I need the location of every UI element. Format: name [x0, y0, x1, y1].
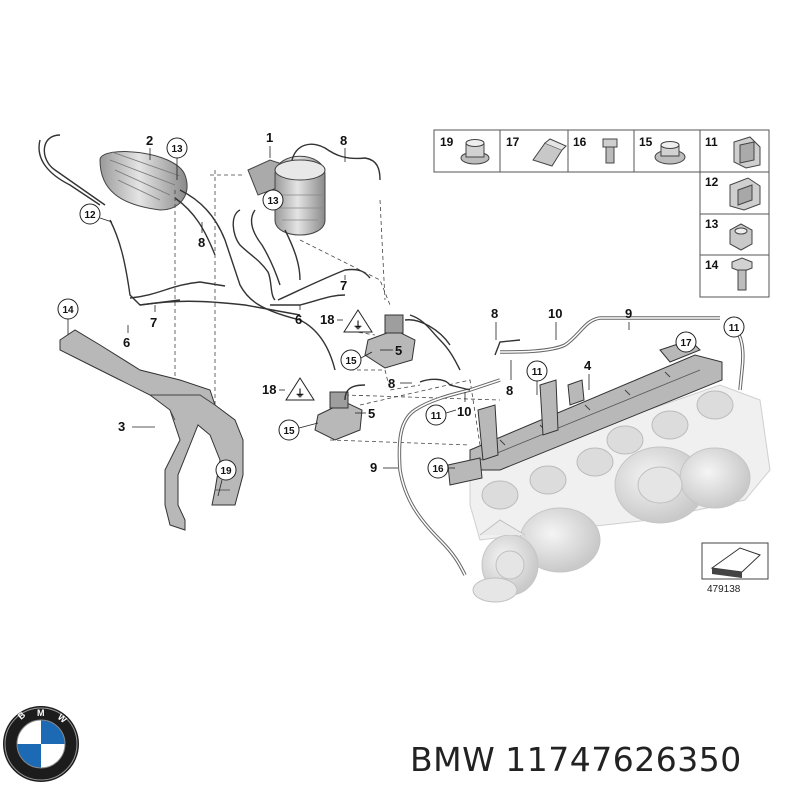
svg-text:B: B [16, 709, 28, 721]
label-8: 8 [506, 383, 513, 398]
svg-text:M: M [37, 708, 45, 718]
legend-table: 19 17 16 15 [433, 129, 770, 298]
legend-cell-19: 19 [440, 135, 490, 165]
valve-lower [314, 384, 366, 441]
callout-15: 15 [278, 419, 300, 441]
callout-text: 13 [171, 144, 183, 155]
legend-number: 11 [705, 135, 718, 149]
callout-17: 17 [675, 331, 697, 353]
label-6: 6 [295, 312, 302, 327]
label-5: 5 [368, 406, 375, 421]
vacuum-reservoir-left [38, 134, 336, 371]
part-labels: 2 1 8 8 7 6 7 6 18 5 18 5 3 8 10 9 4 8 8 [118, 130, 632, 475]
nut-flanged-icon [460, 139, 490, 165]
valve-upper [364, 314, 461, 371]
callout-12: 12 [79, 203, 101, 225]
label-1: 1 [266, 130, 273, 145]
label-18: 18 [262, 382, 276, 397]
legend-number: 12 [705, 175, 719, 189]
hose-clip-icon [532, 138, 567, 167]
callout-15: 15 [340, 349, 362, 371]
label-7: 7 [340, 278, 347, 293]
warning-triangle-lower: ⏚ [285, 377, 315, 401]
callout-text: 14 [62, 305, 74, 316]
reference-number: 479138 [707, 584, 741, 595]
legend-cell-13: 13 [705, 217, 753, 251]
label-18: 18 [320, 312, 334, 327]
brand-name: BMW [410, 740, 496, 779]
callout-11: 11 [723, 316, 745, 338]
label-8: 8 [340, 133, 347, 148]
legend-cell-17: 17 [506, 135, 567, 167]
label-9: 9 [370, 460, 377, 475]
dashed-leader-lines [174, 170, 501, 446]
label-10: 10 [457, 404, 471, 419]
callout-text: 16 [432, 464, 444, 475]
warning-triangle-upper: ⏚ [343, 309, 373, 333]
plug-symbol: ⏚ [295, 388, 305, 400]
callout-16: 16 [427, 457, 449, 479]
callout-text: 15 [283, 426, 295, 437]
hex-bolt-icon [731, 257, 753, 291]
label-7: 7 [150, 315, 157, 330]
callout-text: 13 [267, 196, 279, 207]
legend-number: 17 [506, 135, 520, 149]
callout-19: 19 [215, 459, 237, 481]
part-number: 11747626350 [505, 740, 742, 779]
hex-nut-icon [729, 223, 753, 251]
label-5: 5 [395, 343, 402, 358]
legend-cell-15: 15 [639, 135, 686, 165]
legend-number: 15 [639, 135, 653, 149]
callout-text: 11 [729, 323, 740, 334]
legend-number: 19 [440, 135, 454, 149]
callout-13: 13 [166, 137, 188, 159]
legend-number: 13 [705, 217, 719, 231]
callout-text: 15 [345, 356, 357, 367]
legend-number: 14 [705, 258, 719, 272]
callout-13: 13 [262, 189, 284, 211]
legend-cell-11: 11 [705, 135, 761, 169]
callout-text: 11 [431, 411, 442, 422]
vacuum-reservoir-middle [232, 143, 381, 306]
label-8: 8 [198, 235, 205, 250]
callout-11: 11 [425, 404, 447, 426]
callout-11: 11 [526, 360, 548, 382]
label-8: 8 [388, 376, 395, 391]
callout-text: 12 [84, 210, 96, 221]
legend-cell-16: 16 [573, 135, 618, 164]
label-9: 9 [625, 306, 632, 321]
engine-assembly [397, 316, 771, 603]
bmw-roundel-logo: B M W [3, 706, 79, 782]
plug-symbol: ⏚ [353, 320, 363, 332]
label-6: 6 [123, 335, 130, 350]
circled-callouts: 13 12 14 13 15 15 11 11 11 17 16 19 [57, 137, 745, 497]
callout-text: 11 [532, 367, 543, 378]
label-10: 10 [548, 306, 562, 321]
legend-number: 16 [573, 135, 587, 149]
callout-text: 17 [680, 338, 692, 349]
reference-box: 479138 [701, 542, 769, 595]
legend-cell-14: 14 [705, 257, 753, 291]
callout-text: 19 [220, 466, 232, 477]
bolt-small-icon [602, 138, 618, 164]
spring-clip-icon [729, 177, 761, 211]
clip-nut-icon [733, 136, 761, 169]
label-4: 4 [584, 358, 592, 373]
callout-14: 14 [57, 298, 79, 320]
label-8: 8 [491, 306, 498, 321]
label-2: 2 [146, 133, 153, 148]
label-3: 3 [118, 419, 125, 434]
collar-nut-icon [654, 141, 686, 165]
legend-cell-12: 12 [705, 175, 761, 211]
mounting-bracket [59, 329, 244, 531]
